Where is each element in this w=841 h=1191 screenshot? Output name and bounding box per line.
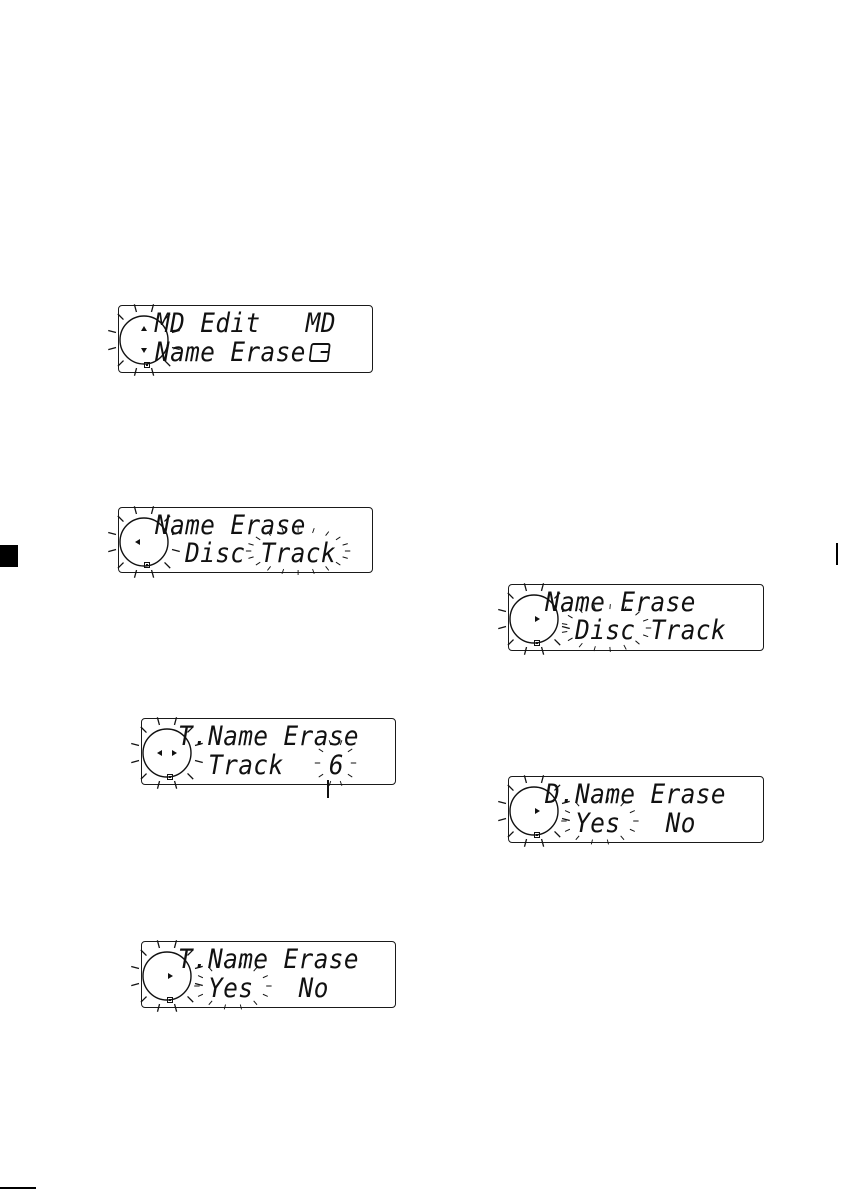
display-line-1: Name Erase <box>155 512 306 539</box>
display-line-2: Name Erase <box>155 339 329 366</box>
edge-mark <box>836 543 838 565</box>
display-disc-name-confirm: D.Name Erase Yes No <box>508 776 764 843</box>
display-name-erase-disc: Name Erase Disc Track <box>508 584 764 651</box>
blinking-selection: Track <box>261 540 336 567</box>
section-tab <box>0 545 18 567</box>
blinking-selection: Yes <box>208 975 253 1002</box>
indicator-mark <box>534 640 540 646</box>
indicator-mark <box>167 997 173 1003</box>
callout-leader <box>327 780 329 798</box>
md-disc-icon <box>308 343 330 362</box>
display-track-name-erase: T.Name Erase Track 6 <box>141 718 396 785</box>
indicator-mark <box>144 362 150 368</box>
blinking-selection: 6 <box>329 752 344 779</box>
display-line-1: T.Name Erase <box>178 723 359 750</box>
indicator-mark <box>167 774 173 780</box>
display-line-1: MD Edit MD <box>155 310 336 337</box>
display-line-2: Yes No <box>545 810 696 837</box>
display-name-erase: Name Erase Disc Track <box>118 507 373 573</box>
display-line-2: Track 6 <box>178 752 344 779</box>
bottom-rule <box>0 1187 36 1189</box>
display-line-2: Disc Track <box>545 617 726 644</box>
display-track-name-confirm: T.Name Erase Yes No <box>141 941 396 1008</box>
display-line-2: Yes No <box>178 975 329 1002</box>
display-line-1: T.Name Erase <box>178 946 359 973</box>
display-line-2: Disc Track <box>155 540 336 567</box>
blinking-selection: Yes <box>575 810 620 837</box>
blinking-selection: Disc <box>575 617 635 644</box>
indicator-mark <box>534 832 540 838</box>
display-line-1: Name Erase <box>545 589 696 616</box>
display-line-1: D.Name Erase <box>545 781 726 808</box>
display-md-edit: MD Edit MD Name Erase <box>118 305 373 373</box>
indicator-mark <box>144 562 150 568</box>
